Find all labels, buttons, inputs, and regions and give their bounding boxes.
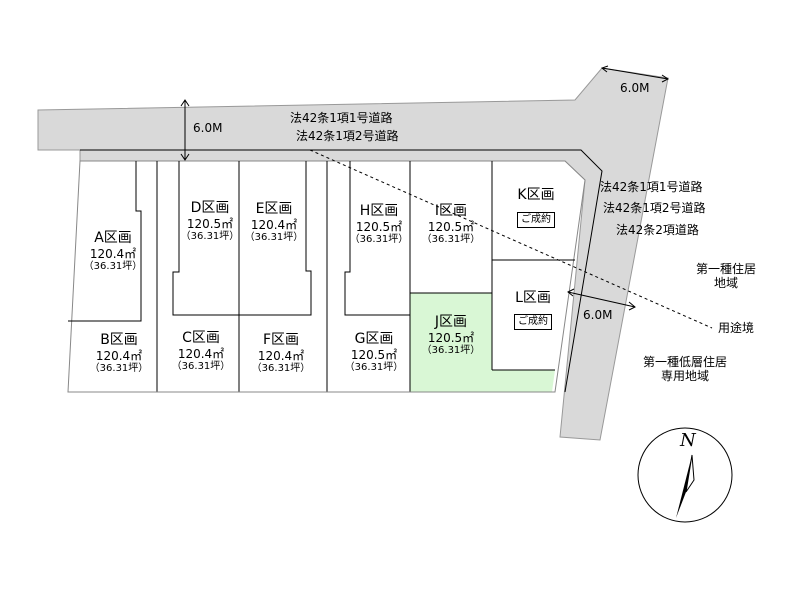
lot-l[interactable]: L区画ご成約 [503,290,563,330]
lot-area: 120.5㎡ [350,347,398,362]
zone-boundary-label: 用途境 [718,321,755,335]
zone-lower-line2: 専用地域 [660,369,709,384]
lot-tsubo: （36.31坪） [349,234,409,246]
north-arrow-icon [637,427,733,523]
lot-name: A区画 [94,230,132,246]
lot-area: 120.4㎡ [177,346,225,361]
lot-area: 120.5㎡ [355,219,403,234]
lot-name: G区画 [354,331,394,347]
lot-tsubo: （36.31坪） [344,362,404,374]
lot-name: F区画 [262,332,300,348]
lot-area: 120.4㎡ [95,348,143,363]
road-label-side-1: 法42条1項1号道路 [600,180,703,194]
road-label-side-2: 法42条1項2号道路 [603,201,706,215]
lot-name: H区画 [359,203,399,219]
lot-tsubo: （36.31坪） [251,363,311,375]
lot-area: 120.4㎡ [257,348,305,363]
lot-name: I区画 [434,203,468,219]
road-label-side-3: 法42条2項道路 [616,223,699,237]
lot-area: 120.5㎡ [427,330,475,345]
lot-name: L区画 [515,290,551,306]
lot-tsubo: （36.31坪） [244,232,304,244]
lot-lines [68,161,575,393]
road-width-corner: 6.0M [620,81,650,95]
zone-lower-line1: 第一種低層住居 [642,355,727,369]
lot-tsubo: （36.31坪） [89,363,149,375]
lot-area: 120.4㎡ [89,246,137,261]
lot-k[interactable]: K区画ご成約 [506,187,566,228]
lot-area: 120.4㎡ [250,217,298,232]
lot-name: K区画 [517,187,555,203]
road-label-top-2: 法42条1項2号道路 [296,129,399,143]
lot-tsubo: （36.31坪） [421,234,481,246]
lot-area: 120.5㎡ [427,219,475,234]
sold-badge: ご成約 [517,211,555,228]
lot-j-highlight [410,293,555,392]
lot-name: J区画 [434,314,468,330]
lot-name: C区画 [182,330,220,346]
road-edge [80,149,603,393]
dimension-lines [180,65,669,311]
lot-tsubo: （36.31坪） [180,231,240,243]
lot-tsubo: （36.31坪） [83,261,143,273]
lot-tsubo: （36.31坪） [171,361,231,373]
lot-name: B区画 [100,332,138,348]
road-width-top: 6.0M [193,121,223,135]
lot-name: D区画 [190,200,230,216]
sold-badge: ご成約 [514,313,552,330]
road-width-side: 6.0M [583,308,613,322]
lot-area: 120.5㎡ [186,216,234,231]
road-label-top-1: 法42条1項1号道路 [290,111,393,125]
zone-lower: 第一種低層住居 専用地域 [630,355,740,384]
zone-boundary-line [309,149,713,329]
lot-name: E区画 [255,201,293,217]
zone-upper-line1: 第一種住居 [695,262,756,276]
zone-upper: 第一種住居 地域 [686,262,766,291]
lot-tsubo: （36.31坪） [421,345,481,357]
compass-label: N [680,430,696,451]
zone-upper-line2: 地域 [713,276,738,291]
